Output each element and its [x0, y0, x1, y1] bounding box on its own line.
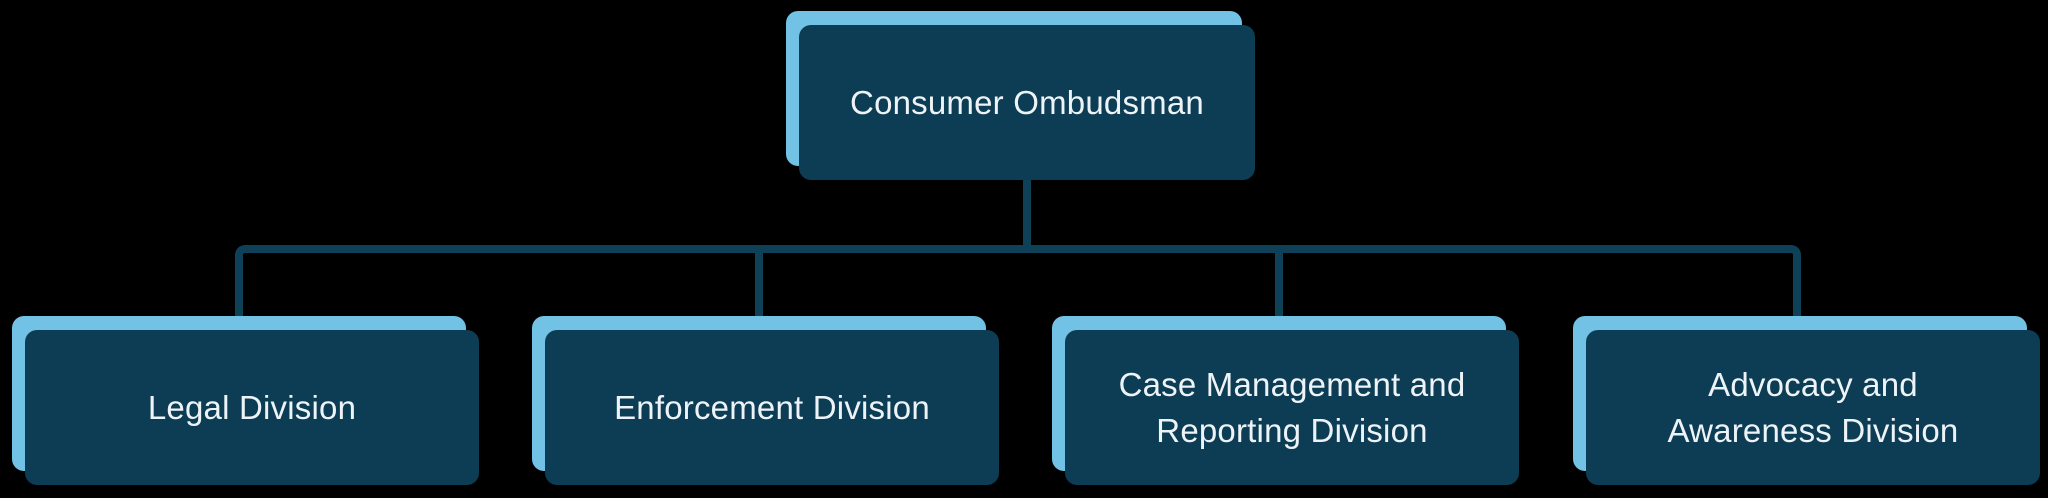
connector-bracket [235, 245, 1801, 323]
node-label: Advocacy and Awareness Division [1667, 365, 1959, 449]
node-enforcement-division: Enforcement Division [545, 330, 999, 485]
connector-dropper-case-management [1275, 245, 1283, 323]
node-case-management-reporting-division: Case Management and Reporting Division [1065, 330, 1519, 485]
node-label: Consumer Ombudsman [850, 83, 1204, 121]
node-consumer-ombudsman: Consumer Ombudsman [799, 25, 1255, 180]
connector-dropper-enforcement [755, 245, 763, 323]
node-legal-division: Legal Division [25, 330, 479, 485]
node-label: Legal Division [147, 388, 357, 426]
connector-root-stem [1023, 168, 1031, 253]
node-advocacy-awareness-division: Advocacy and Awareness Division [1586, 330, 2040, 485]
node-label: Enforcement Division [614, 388, 930, 426]
node-label: Case Management and Reporting Division [1118, 365, 1466, 449]
